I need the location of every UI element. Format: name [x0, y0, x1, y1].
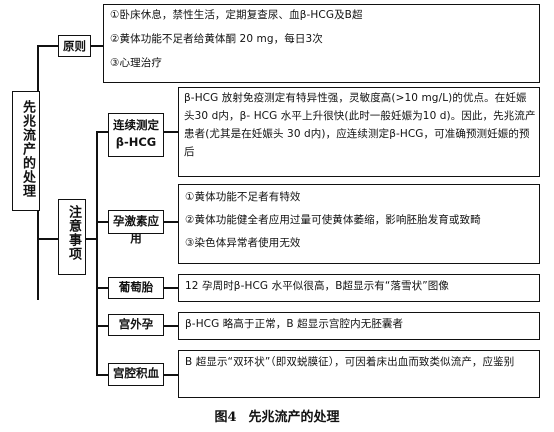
branch-progestin-item-1: ①黄体功能不足者有特效	[185, 191, 301, 203]
branch-hcg-node: 连续测定β-HCG	[108, 113, 164, 157]
principle-item-2: ②黄体功能不足者给黄体酮 20 mg，每日3次	[110, 33, 323, 45]
principle-item-3: ③心理治疗	[110, 57, 162, 69]
branch-progestin-label: 孕激素应用	[113, 214, 159, 246]
branch-ectopic-text: β-HCG 略高于正常，B 超显示宫腔内无胚囊者	[185, 318, 404, 330]
branch-hcg-detail: β-HCG 放射免疫测定有特异性强，灵敏度高(>10 mg/L)的优点。在妊娠头…	[178, 87, 540, 177]
root-label: 先兆流产的处理	[20, 100, 35, 198]
branch-ectopic-detail: β-HCG 略高于正常，B 超显示宫腔内无胚囊者	[178, 312, 540, 340]
connector-branch-4-detail	[164, 325, 178, 327]
principle-label: 原则	[63, 39, 86, 53]
connector-principle-items	[91, 45, 103, 47]
connector-branch-1	[96, 131, 108, 133]
connector-branch-3	[96, 287, 108, 289]
branch-progestin-item-2: ②黄体功能健全者应用过量可使黄体萎缩，影响胚胎发育或致畸	[185, 214, 481, 226]
connector-branch-5	[96, 374, 108, 376]
branch-hematoma-text: B 超显示“双环状”（即双蜕膜征），可因着床出血而致类似流产，应鉴别	[185, 356, 515, 368]
branch-hcg-text: β-HCG 放射免疫测定有特异性强，灵敏度高(>10 mg/L)的优点。在妊娠头…	[184, 92, 536, 158]
branch-hematoma-node: 宫腔积血	[108, 363, 164, 386]
connector-branch-3-detail	[164, 287, 178, 289]
figure-title: 先兆流产的处理	[248, 410, 340, 425]
figure-number: 图4	[214, 410, 237, 425]
principle-detail: ①卧床休息，禁性生活，定期复查尿、血β-HCG及B超 ②黄体功能不足者给黄体酮 …	[103, 4, 540, 83]
connector-notes-trunk	[96, 131, 98, 376]
connector-branch-5-detail	[164, 374, 178, 376]
connector-branch-1-detail	[164, 131, 178, 133]
notes-label: 注意事项	[66, 205, 81, 261]
branch-hematoma-label: 宫腔积血	[113, 366, 159, 380]
branch-ectopic-node: 宫外孕	[108, 314, 164, 336]
branch-mole-node: 葡萄胎	[108, 277, 164, 299]
connector-branch-4	[96, 325, 108, 327]
connector-branch-2	[96, 221, 108, 223]
branch-progestin-item-3: ③染色体异常者使用无效	[185, 237, 301, 249]
branch-hematoma-detail: B 超显示“双环状”（即双蜕膜征），可因着床出血而致类似流产，应鉴别	[178, 350, 540, 398]
branch-progestin-node: 孕激素应用	[108, 210, 164, 245]
connector-branch-2-detail	[164, 221, 178, 223]
principle-item-1: ①卧床休息，禁性生活，定期复查尿、血β-HCG及B超	[110, 9, 363, 21]
branch-mole-label: 葡萄胎	[118, 280, 154, 294]
root-node: 先兆流产的处理	[12, 91, 40, 211]
notes-node: 注意事项	[58, 199, 86, 275]
branch-mole-detail: 12 孕周时β-HCG 水平似很高，B超显示有“落雪状”图像	[178, 274, 540, 302]
branch-mole-text: 12 孕周时β-HCG 水平似很高，B超显示有“落雪状”图像	[185, 280, 449, 292]
principle-node: 原则	[58, 35, 91, 57]
branch-ectopic-label: 宫外孕	[118, 317, 154, 331]
connector-to-principle	[37, 45, 58, 47]
connector-notes-spur	[86, 238, 98, 240]
figure-caption: 图4 先兆流产的处理	[0, 406, 554, 425]
branch-hcg-label: 连续测定β-HCG	[113, 118, 159, 150]
branch-progestin-detail: ①黄体功能不足者有特效 ②黄体功能健全者应用过量可使黄体萎缩，影响胚胎发育或致畸…	[178, 184, 540, 264]
connector-to-notes	[37, 238, 58, 240]
